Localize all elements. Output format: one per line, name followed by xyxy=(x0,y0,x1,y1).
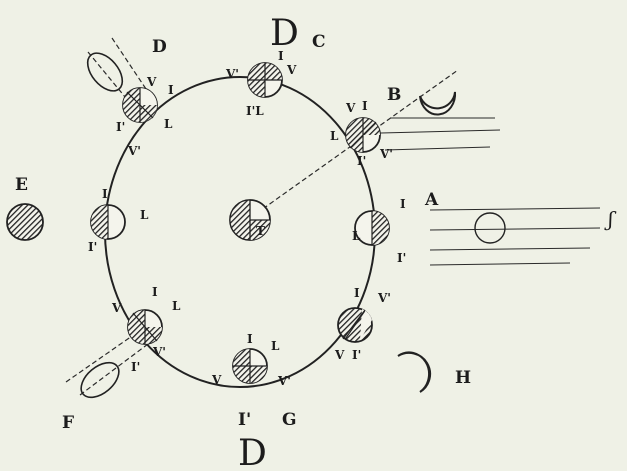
label-C: C xyxy=(312,32,326,52)
label-A: A xyxy=(424,190,439,210)
moon-C-V: V xyxy=(286,63,297,77)
moon-A-I: I xyxy=(400,197,406,211)
moon-F-I-prime: I' xyxy=(131,360,140,374)
sun-symbol: ʃ xyxy=(604,207,617,231)
moon-C xyxy=(248,63,282,97)
moon-C-V-prime: V' xyxy=(225,67,239,81)
label-D: D xyxy=(152,37,167,57)
moon-D-V-prime: V' xyxy=(127,144,141,158)
moon-LR-I-prime: I' xyxy=(352,348,361,362)
moon-B xyxy=(346,118,380,152)
moon-F-L: L xyxy=(172,299,181,313)
label-B: B xyxy=(387,85,401,105)
moon-F-orbit xyxy=(128,310,162,344)
phase-glyph-top: D xyxy=(270,13,299,54)
moon-left-I-prime: I' xyxy=(88,240,97,254)
label-F: F xyxy=(62,413,74,433)
moon-E xyxy=(7,204,43,240)
moon-B-V-prime: V' xyxy=(379,147,393,161)
crescent-H xyxy=(398,352,430,392)
moon-G-L: L xyxy=(271,339,280,353)
label-E: E xyxy=(15,175,28,195)
moon-lower-right xyxy=(338,308,372,342)
moon-D-I: I xyxy=(168,83,174,97)
crescent-B xyxy=(420,92,455,115)
moon-B-I: I xyxy=(362,99,368,113)
earth-label: T xyxy=(256,224,265,238)
moon-G-V-prime: V' xyxy=(277,374,291,388)
moon-A-I-prime: I' xyxy=(397,251,406,265)
moon-F-I: I xyxy=(152,285,158,299)
moon-A-L: L xyxy=(352,229,361,243)
label-G: G xyxy=(282,410,297,430)
moon-left xyxy=(91,205,125,239)
moon-B-I-prime: I' xyxy=(357,154,366,168)
moon-G xyxy=(233,349,267,383)
moon-G-I: I xyxy=(247,332,253,346)
sightline-D xyxy=(88,52,130,103)
moon-F-V: V xyxy=(111,301,122,315)
moon-F-V-prime: V' xyxy=(152,345,166,359)
earth: T xyxy=(230,200,270,240)
moon-B-L: L xyxy=(330,129,339,143)
moon-left-L: L xyxy=(140,208,149,222)
distant-moon-disc xyxy=(475,213,505,243)
moon-D-L: L xyxy=(164,117,173,131)
moon-D-V: V xyxy=(146,75,157,89)
moon-C-I-prime-L: I'L xyxy=(246,104,264,118)
phase-glyph-bottom: D xyxy=(238,433,267,471)
moon-C-I: I xyxy=(278,49,284,63)
label-H: H xyxy=(455,368,471,388)
moon-left-I: I xyxy=(102,187,108,201)
moon-G-I-prime: I' xyxy=(238,410,251,430)
moon-LR-V-prime: V' xyxy=(377,291,391,305)
moon-G-V: V xyxy=(211,373,222,387)
moon-D xyxy=(123,88,157,122)
moon-D-I-prime: I' xyxy=(116,120,125,134)
moon-B-V: V xyxy=(345,101,356,115)
moon-LR-I: I xyxy=(354,286,360,300)
moon-LR-V: V xyxy=(334,348,345,362)
